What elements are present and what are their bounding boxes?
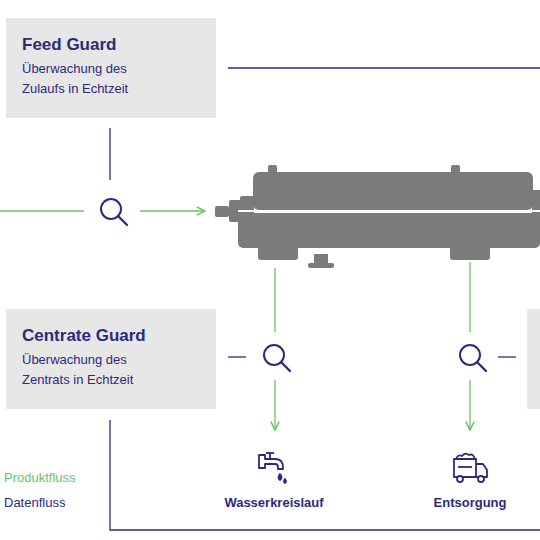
box-title: Centrate Guard — [22, 325, 200, 347]
legend-text: Datenfluss — [4, 495, 65, 510]
data-lines — [110, 68, 540, 530]
sensor-icon — [460, 345, 486, 371]
box-title: Feed Guard — [22, 34, 200, 56]
sensor-box: Feed GuardÜberwachung des Zulaufs in Ech… — [6, 18, 216, 118]
box-description: Überwachung des Zulaufs in Echtzeit — [22, 59, 172, 99]
truck-icon — [454, 454, 487, 482]
destination-label: Wasserkreislauf — [224, 495, 323, 510]
legend-item: Datenfluss — [4, 495, 65, 510]
legend-text: Produktfluss — [4, 470, 76, 485]
sensor-icon — [264, 345, 290, 371]
panel-edge — [527, 309, 540, 409]
sensor-icon — [101, 199, 127, 225]
box-description: Überwachung des Zentrats in Echtzeit — [22, 350, 172, 390]
faucet-icon — [259, 453, 286, 483]
destination-label: Entsorgung — [434, 495, 507, 510]
centrifuge — [215, 165, 540, 268]
legend-item: Produktfluss — [4, 470, 76, 485]
sensor-box: Centrate GuardÜberwachung des Zentrats i… — [6, 309, 216, 409]
